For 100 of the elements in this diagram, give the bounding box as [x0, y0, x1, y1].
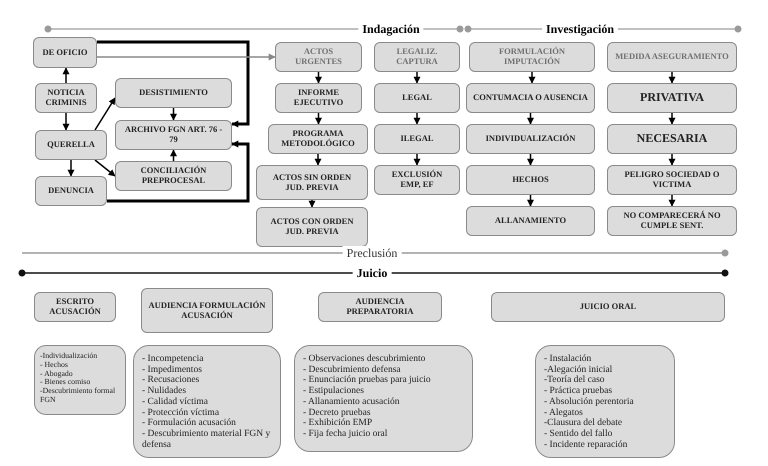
arrow	[527, 195, 534, 207]
list-item: - Recusaciones	[142, 375, 200, 386]
arrow	[170, 149, 177, 161]
list-item: - Enunciación pruebas para juicio	[303, 375, 431, 386]
arrow	[668, 113, 676, 125]
box-label: CONCILIACIÓN PREPROCESAL	[140, 166, 208, 186]
process-box	[491, 292, 725, 322]
process-box	[607, 83, 737, 113]
process-box	[466, 165, 595, 195]
list-item: - Incidente reparación	[544, 440, 628, 451]
process-box	[34, 292, 116, 322]
arrow	[94, 97, 116, 130]
box-label: EXCLUSIÓN EMP, EF	[390, 170, 444, 190]
list-item: - Observaciones descubrimiento	[303, 354, 426, 365]
list-item: - Absolución perentoria	[544, 396, 634, 408]
arrow	[68, 160, 74, 177]
arrow	[668, 154, 676, 166]
process-box	[374, 124, 460, 154]
arrow	[414, 72, 420, 84]
list-item: - Formulación acusación	[142, 418, 236, 429]
arrow	[314, 154, 322, 166]
phase-label: Indagación	[358, 22, 424, 36]
process-box	[607, 165, 737, 195]
process-box	[607, 206, 737, 236]
list-item: - Exhibición EMP	[303, 418, 372, 429]
list-item: - Descubrimiento defensa	[303, 364, 401, 375]
list-item: -Alegación inicial	[544, 364, 612, 375]
list-item: - Protección víctima	[142, 408, 220, 418]
box-label: JUICIO ORAL	[580, 302, 636, 312]
arrow	[308, 200, 316, 208]
list-item: - Incompetencia	[142, 354, 204, 365]
box-label: FORMULACIÓN IMPUTACIÓN	[498, 47, 566, 67]
list-box	[535, 345, 675, 458]
box-label: AUDIENCIA PREPARATORIA	[345, 297, 415, 317]
list-item: - Práctica pruebas	[544, 386, 612, 397]
arrow	[62, 113, 70, 131]
box-label: MEDIDA ASEGURAMIENTO	[615, 52, 729, 62]
list-item: - Instalación	[544, 354, 592, 365]
process-box	[275, 42, 362, 72]
phase-label: Investigación	[542, 22, 618, 36]
box-label: AUDIENCIA FORMULACIÓN ACUSACIÓN	[148, 300, 266, 320]
box-label: NOTICIA CRIMINIS	[44, 88, 88, 108]
list-item: -Clausura del debate	[544, 418, 622, 429]
process-box	[268, 124, 368, 154]
box-label: INDIVIDUALIZACIÓN	[486, 134, 576, 144]
box-label: ARCHIVO FGN ART. 76 - 79	[124, 125, 224, 145]
process-box	[607, 124, 737, 154]
box-label: PROGRAMA METODOLÓGICO	[280, 129, 356, 149]
arrow	[315, 72, 322, 84]
process-box	[141, 288, 273, 333]
box-label: DENUNCIA	[48, 186, 94, 196]
box-label: ALLANAMIENTO	[494, 216, 566, 226]
process-box	[115, 78, 232, 108]
box-label: ILEGAL	[400, 134, 434, 144]
process-box	[35, 83, 97, 113]
arrow	[414, 113, 420, 125]
process-box	[318, 292, 442, 322]
process-box	[374, 165, 460, 195]
box-label: ACTOS CON ORDEN JUD. PREVIA	[270, 217, 354, 237]
phase-label: Preclusión	[342, 246, 402, 260]
box-label: DESISTIMIENTO	[139, 88, 208, 98]
process-box	[33, 37, 97, 68]
list-item: - Nulidades	[142, 386, 186, 397]
list-item: - Impedimentos	[142, 364, 202, 376]
box-label: NO COMPARECERÁ NO CUMPLE SENT.	[622, 211, 722, 231]
arrow	[527, 113, 534, 125]
process-box	[374, 83, 460, 113]
arrow	[668, 195, 676, 207]
arrow	[668, 72, 676, 84]
arrow	[527, 154, 534, 166]
process-box	[256, 165, 368, 200]
box-label: ESCRITO ACUSACIÓN	[48, 297, 102, 317]
list-item: - Estipulaciones	[303, 386, 364, 397]
arrow	[94, 159, 116, 177]
list-box	[133, 345, 281, 458]
process-box	[115, 161, 232, 191]
arrow	[170, 108, 177, 121]
process-box	[35, 130, 107, 160]
list-item: - Decreto pruebas	[303, 408, 371, 418]
arrow	[414, 154, 420, 166]
list-box	[294, 345, 473, 452]
box-label: INFORME EJECUTIVO	[292, 88, 344, 108]
list-item: - Sentido del fallo	[544, 429, 612, 440]
process-box	[466, 124, 595, 154]
list-item: - Calidad víctima	[142, 396, 208, 408]
box-label: LEGAL	[402, 93, 432, 103]
list-item: -Teoría del caso	[544, 375, 605, 386]
box-label: NECESARIA	[636, 132, 708, 146]
box-label: ACTOS URGENTES	[294, 47, 343, 67]
list-item: - Descubrimiento material FGN y defensa	[142, 429, 272, 451]
list-box	[34, 345, 126, 415]
arrow	[97, 40, 250, 128]
process-box	[466, 83, 595, 113]
box-label: PELIGRO SOCIEDAD O VICTIMA	[624, 170, 720, 190]
process-box	[607, 42, 737, 72]
process-box	[374, 42, 460, 72]
process-box	[256, 207, 368, 247]
arrow	[97, 54, 276, 60]
box-label: CONTUMACIA O AUSENCIA	[473, 93, 588, 103]
box-label: QUERELLA	[47, 140, 95, 150]
